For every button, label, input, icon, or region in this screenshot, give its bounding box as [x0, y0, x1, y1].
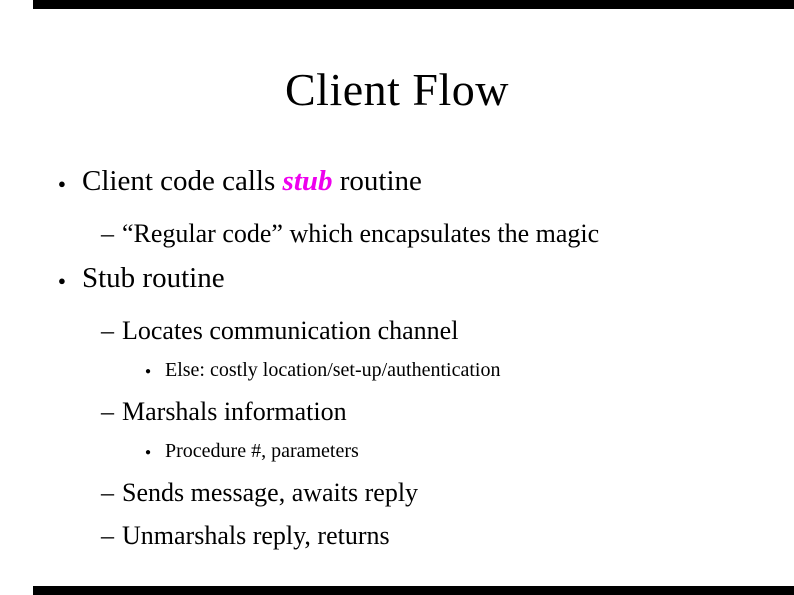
bullet-item: ● Procedure #, parameters [0, 438, 794, 468]
bullet-marker-dot-icon: ● [58, 273, 66, 289]
top-edge-bar [33, 0, 794, 9]
bullet-text: Locates communication channel [122, 316, 459, 346]
bullet-list: ●Client code calls stub routine–“Regular… [0, 163, 794, 552]
bullet-item: –Unmarshals reply, returns [0, 519, 794, 552]
bullet-text: Procedure #, parameters [165, 440, 359, 463]
bullet-marker-dot-icon: ● [58, 176, 66, 192]
bullet-item: –Locates communication channel [0, 314, 794, 347]
bullet-marker-dot-icon: ● [145, 447, 152, 459]
bullet-text: Unmarshals reply, returns [122, 521, 390, 551]
highlighted-term: stub [282, 165, 333, 198]
bullet-item: ● Client code calls stub routine [0, 163, 794, 204]
bullet-item: ● Stub routine [0, 260, 794, 301]
bullet-marker-dash-icon: – [101, 397, 114, 427]
bullet-item: –Marshals information [0, 395, 794, 428]
bullet-text: Sends message, awaits reply [122, 478, 419, 508]
bullet-marker-dash-icon: – [101, 521, 114, 551]
bullet-item: ● Else: costly location/set-up/authentica… [0, 357, 794, 387]
bullet-text: Stub routine [82, 262, 225, 295]
bullet-text: Marshals information [122, 397, 347, 427]
bullet-item: –“Regular code” which encapsulates the m… [0, 217, 794, 250]
bottom-edge-bar [33, 586, 794, 595]
bullet-text: Else: costly location/set-up/authenticat… [165, 359, 501, 382]
bullet-marker-dot-icon: ● [145, 366, 152, 378]
bullet-text: Client code calls stub routine [82, 165, 422, 198]
slide-title: Client Flow [284, 64, 510, 115]
bullet-marker-dash-icon: – [101, 316, 114, 346]
bullet-marker-dash-icon: – [101, 219, 114, 249]
bullet-item: –Sends message, awaits reply [0, 476, 794, 509]
bullet-text: “Regular code” which encapsulates the ma… [122, 219, 600, 249]
bullet-marker-dash-icon: – [101, 478, 114, 508]
